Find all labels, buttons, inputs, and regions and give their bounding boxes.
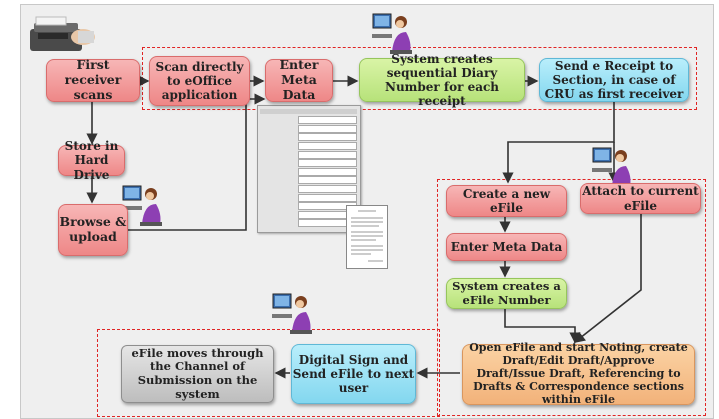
step-browse-upload: Browse & upload — [58, 204, 128, 256]
step-diary-number: System creates sequential Diary Number f… — [359, 52, 525, 108]
step-open-efile-noting: Open eFile and start Noting, create Draf… — [462, 341, 695, 406]
user-at-computer-icon — [372, 13, 412, 54]
user-at-computer-icon — [122, 185, 162, 226]
efile-region-border — [437, 179, 706, 416]
user-at-computer-icon — [592, 147, 632, 188]
metadata-form-thumbnail — [257, 105, 361, 233]
step-store-hard-drive: Store in Hard Drive — [58, 139, 125, 182]
step-scan-to-eoffice: Scan directly to eOffice application — [149, 56, 250, 106]
step-enter-meta-data: Enter Meta Data — [265, 58, 333, 102]
step-digital-sign-send: Digital Sign and Send eFile to next user — [291, 344, 416, 404]
scanner-icon — [30, 16, 95, 51]
step-first-receiver-scans: First receiver scans — [46, 58, 140, 102]
arrow-number-to-open — [504, 309, 581, 344]
arrow-receipt-to-split — [502, 102, 615, 184]
arrow-attach-to-open — [573, 214, 642, 343]
step-enter-meta-data-efile: Enter Meta Data — [446, 233, 567, 261]
user-at-computer-icon — [272, 293, 312, 334]
arrow-browse-to-meta — [128, 93, 266, 231]
document-thumbnail — [346, 205, 388, 269]
step-efile-number: System creates a eFile Number — [446, 278, 567, 309]
step-efile-moves-channel: eFile moves through the Channel of Submi… — [121, 345, 274, 403]
step-attach-current-efile: Attach to current eFile — [580, 183, 701, 214]
step-send-receipt: Send e Receipt to Section, in case of CR… — [539, 58, 689, 102]
step-create-new-efile: Create a new eFile — [446, 185, 567, 217]
